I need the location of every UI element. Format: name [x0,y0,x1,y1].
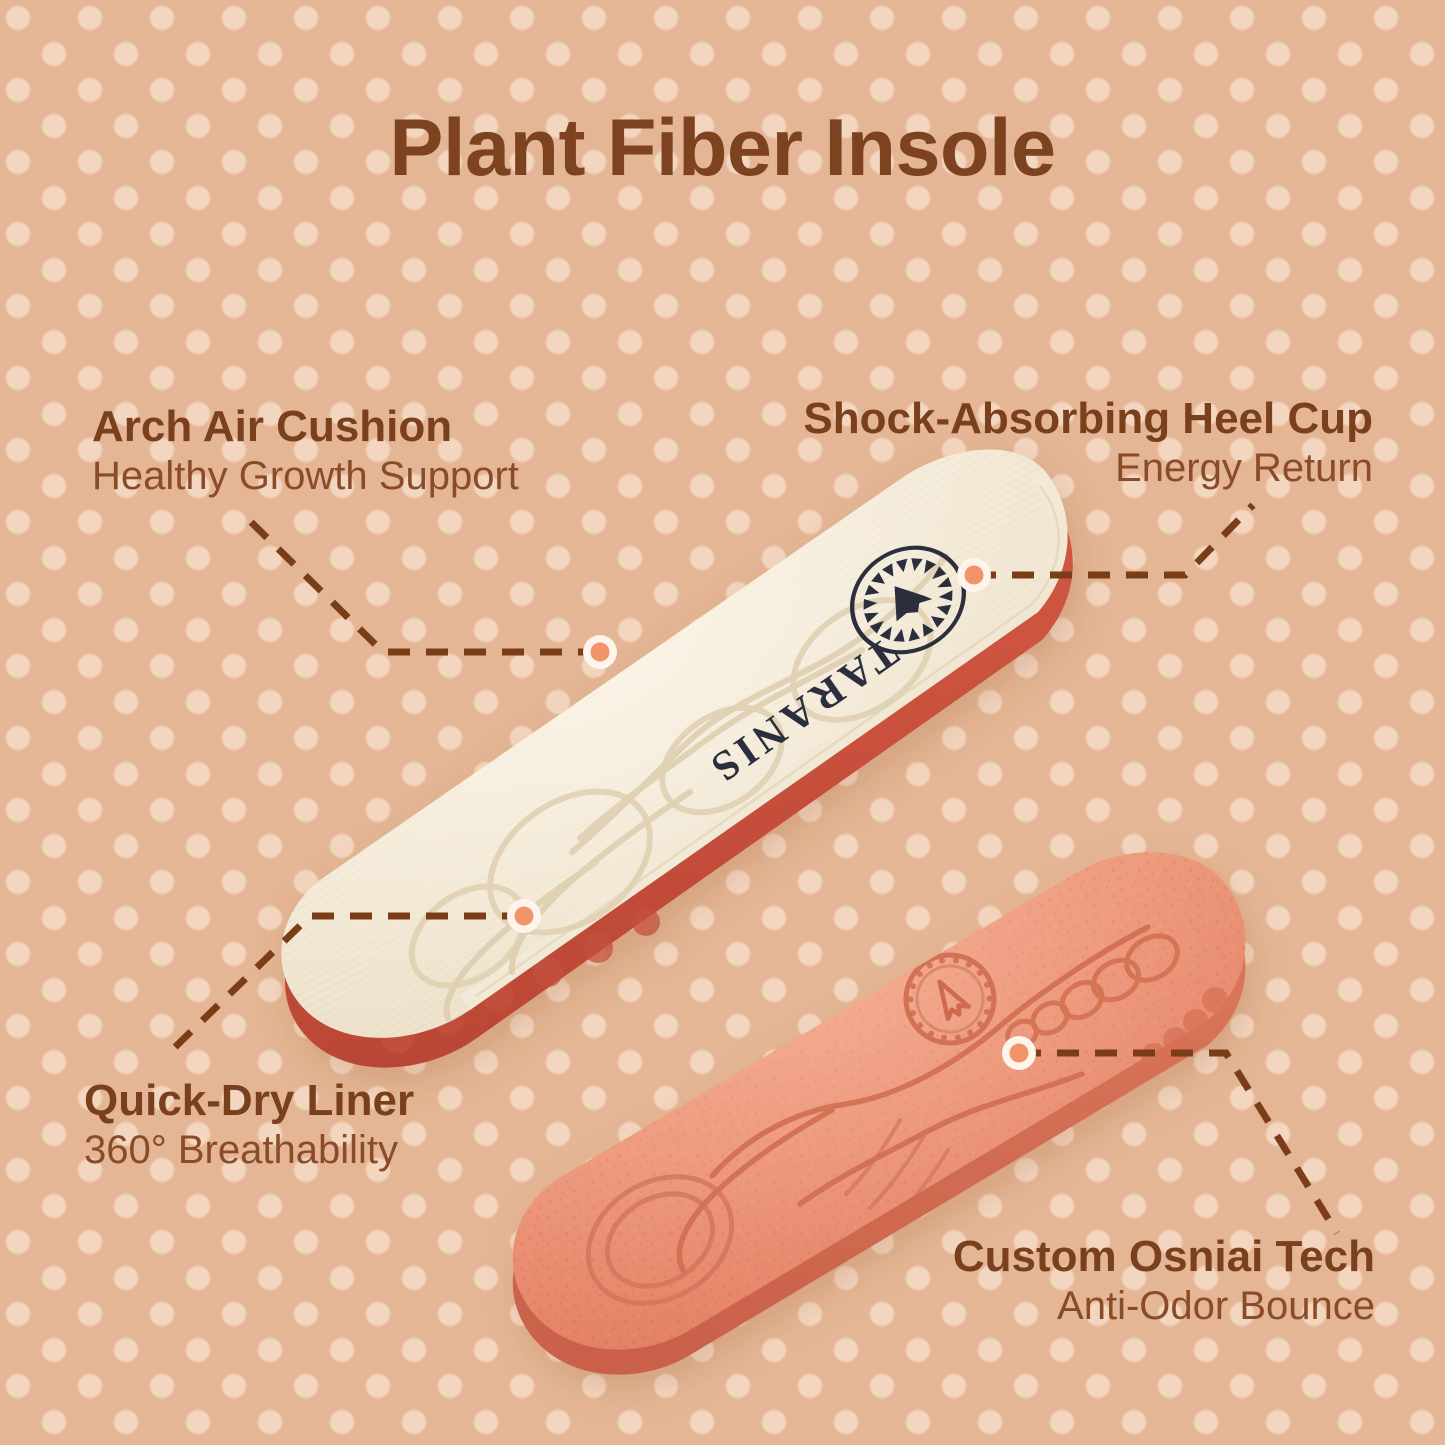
emblem-bottom [903,952,997,1046]
callout-subtitle: Healthy Growth Support [92,453,519,498]
callout-title: Custom Osniai Tech [952,1232,1375,1281]
callout-shock-absorbing-heel-cup: Shock-Absorbing Heel Cup Energy Return [803,394,1373,490]
callout-quick-dry-liner: Quick-Dry Liner 360° Breathability [84,1076,415,1172]
callout-title: Quick-Dry Liner [84,1076,415,1125]
callout-arch-air-cushion: Arch Air Cushion Healthy Growth Support [92,402,519,498]
callout-subtitle: 360° Breathability [84,1127,398,1172]
page-title: Plant Fiber Insole [389,103,1056,193]
callout-title: Arch Air Cushion [92,402,453,451]
callout-title: Shock-Absorbing Heel Cup [803,394,1373,443]
callout-custom-osniai-tech: Custom Osniai Tech Anti-Odor Bounce [952,1232,1375,1328]
callout-subtitle: Anti-Odor Bounce [1057,1283,1375,1328]
callout-subtitle: Energy Return [1115,445,1373,490]
